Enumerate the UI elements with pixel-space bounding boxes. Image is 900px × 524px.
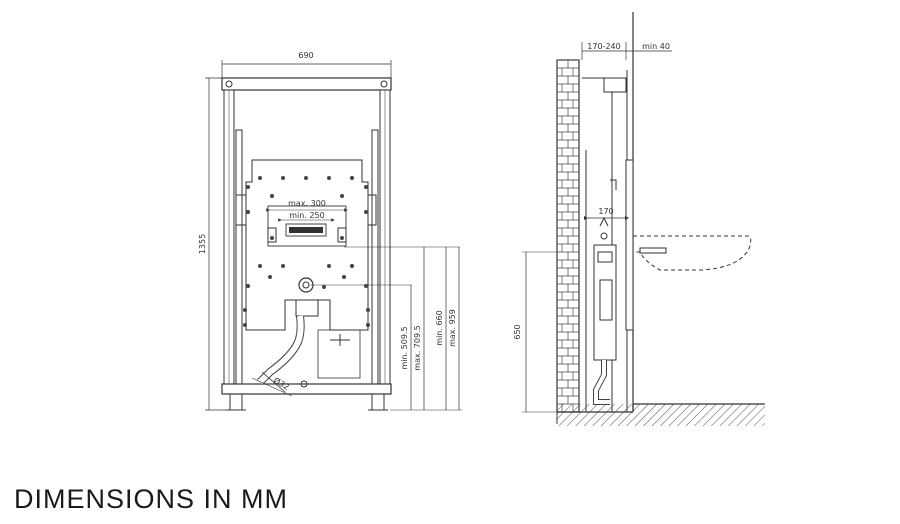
- min-660-dim: min. 660: [435, 310, 444, 345]
- dimensions-caption: DIMENSIONS IN MM: [14, 484, 289, 514]
- side-view: [522, 12, 765, 426]
- dim-650: 650: [513, 324, 522, 339]
- min-250-dim: min. 250: [289, 211, 324, 220]
- front-width-dim: 690: [298, 51, 313, 60]
- dim-170-240: 170-240: [587, 42, 620, 51]
- max-709-dim: max. 709.5: [413, 325, 422, 370]
- dim-min-40: min 40: [642, 42, 670, 51]
- front-view: [205, 60, 462, 411]
- max-959-dim: max. 959: [448, 309, 457, 347]
- front-height-dim: 1355: [198, 234, 207, 254]
- min-509-dim: min. 509.5: [400, 326, 409, 369]
- dim-170: 170: [598, 207, 613, 216]
- installation-frame-drawing: 690 1355 max. 300 min. 250 Ø32 min. 509.…: [198, 12, 765, 426]
- max-300-dim: max. 300: [288, 199, 326, 208]
